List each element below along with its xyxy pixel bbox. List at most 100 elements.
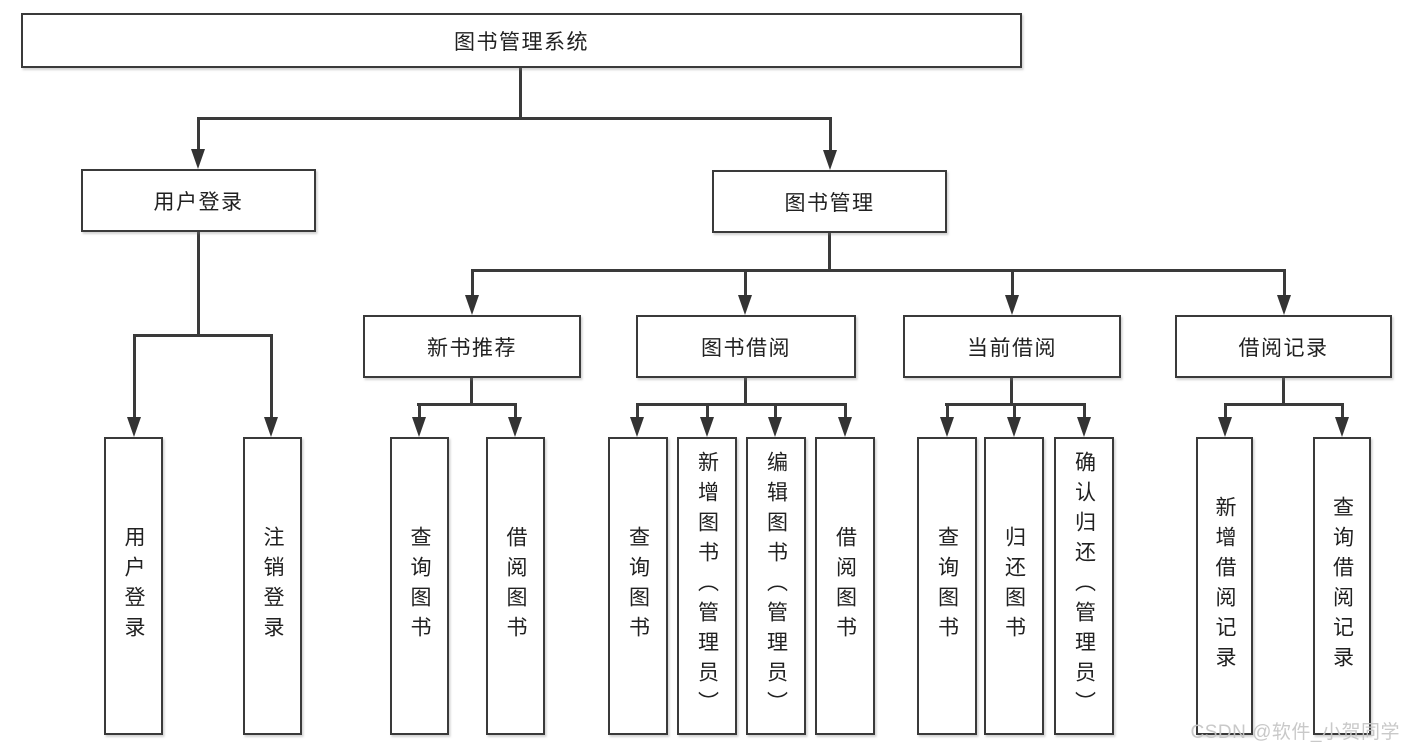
leaf-current-return-books: 归还图书	[984, 437, 1044, 735]
node-book-management: 图书管理	[712, 170, 947, 233]
node-label: 用户登录	[122, 526, 145, 646]
arrow-head-icon	[412, 417, 426, 437]
leaf-records-query-borrow-record: 查询借阅记录	[1313, 437, 1371, 735]
arrow-to-bb-edit-books	[768, 404, 782, 437]
arrow-to-rec-query-books	[412, 404, 426, 437]
arrow-shaft	[1010, 271, 1014, 297]
arrow-head-icon	[264, 417, 278, 437]
arrow-shaft	[828, 119, 832, 152]
arrow-head-icon	[1007, 417, 1021, 437]
node-label: 借阅记录	[1238, 336, 1329, 360]
arrow-to-borrowing-records	[1277, 271, 1291, 315]
arrow-to-cb-query-books	[940, 404, 954, 437]
node-borrowing-records: 借阅记录	[1175, 315, 1392, 378]
arrow-head-icon	[465, 295, 479, 315]
arrow-to-bb-query-books	[630, 404, 644, 437]
arrow-head-icon	[508, 417, 522, 437]
leaf-borrowing-edit-books-admin: 编辑图书（管理员）	[746, 437, 806, 735]
node-label: 新书推荐	[427, 336, 517, 360]
node-label: 查询借阅记录	[1330, 496, 1354, 676]
csdn-watermark: CSDN @软件_小贺同学	[1190, 722, 1400, 743]
arrow-shaft	[1082, 404, 1086, 419]
connector-userlogin-stem	[197, 231, 200, 337]
arrow-to-leaf-user-login	[127, 336, 141, 437]
node-label: 借阅图书	[504, 526, 527, 646]
node-label: 编辑图书（管理员）	[764, 451, 788, 721]
connector-records-bar	[1224, 403, 1344, 406]
arrow-head-icon	[940, 417, 954, 437]
node-label: 查询图书	[935, 526, 959, 646]
connector-userlogin-bar	[133, 334, 273, 337]
arrow-head-icon	[1218, 417, 1232, 437]
leaf-logout: 注销登录	[243, 437, 302, 735]
leaf-borrowing-borrow-books: 借阅图书	[815, 437, 875, 735]
node-label: 借阅图书	[833, 526, 857, 646]
arrow-head-icon	[1077, 417, 1091, 437]
arrow-shaft	[1282, 271, 1286, 297]
leaf-current-query-books: 查询图书	[917, 437, 977, 735]
arrow-to-user-login	[191, 119, 205, 169]
node-label: 注销登录	[261, 526, 284, 646]
connector-borrowing-stem	[744, 377, 747, 406]
arrow-shaft	[705, 404, 709, 419]
node-book-borrowing: 图书借阅	[636, 315, 856, 378]
arrow-shaft	[635, 404, 639, 419]
arrow-head-icon	[738, 295, 752, 315]
arrow-head-icon	[1335, 417, 1349, 437]
connector-records-stem	[1282, 377, 1285, 406]
arrow-head-icon	[191, 149, 205, 169]
node-new-book-recommendation: 新书推荐	[363, 315, 581, 378]
arrow-shaft	[470, 271, 474, 297]
arrow-head-icon	[823, 150, 837, 170]
arrow-shaft	[945, 404, 949, 419]
node-label: 确认归还（管理员）	[1072, 451, 1096, 721]
leaf-recommend-query-books: 查询图书	[390, 437, 449, 735]
arrow-shaft	[1012, 404, 1016, 419]
node-label: 新增借阅记录	[1213, 496, 1236, 676]
arrow-to-bb-borrow-books	[838, 404, 852, 437]
node-user-login: 用户登录	[81, 169, 316, 232]
node-label: 图书借阅	[701, 336, 791, 360]
node-current-borrowing: 当前借阅	[903, 315, 1121, 378]
arrow-head-icon	[127, 417, 141, 437]
arrow-head-icon	[630, 417, 644, 437]
node-label: 当前借阅	[967, 336, 1057, 360]
arrow-head-icon	[700, 417, 714, 437]
connector-level3-bar	[471, 269, 1286, 272]
arrow-to-leaf-logout	[264, 336, 278, 437]
node-label: 查询图书	[626, 526, 650, 646]
node-label: 用户登录	[153, 190, 244, 214]
leaf-borrowing-add-books-admin: 新增图书（管理员）	[677, 437, 737, 735]
arrow-to-book-borrowing	[738, 271, 752, 315]
arrow-to-new-book-recommendation	[465, 271, 479, 315]
arrow-shaft	[196, 119, 200, 151]
arrow-to-bb-add-books	[700, 404, 714, 437]
connector-root-stem	[519, 66, 522, 119]
arrow-shaft	[269, 336, 273, 419]
node-label: 归还图书	[1002, 526, 1026, 646]
arrow-shaft	[132, 336, 136, 419]
arrow-shaft	[1223, 404, 1227, 419]
arrow-to-current-borrowing	[1005, 271, 1019, 315]
connector-recommend-bar	[417, 403, 517, 406]
leaf-borrowing-query-books: 查询图书	[608, 437, 668, 735]
node-label: 新增图书（管理员）	[695, 451, 719, 721]
connector-bookmgmt-stem	[828, 232, 831, 272]
node-library-management-system: 图书管理系统	[21, 13, 1022, 68]
arrow-head-icon	[1277, 295, 1291, 315]
arrow-head-icon	[1005, 295, 1019, 315]
arrow-to-book-management	[823, 119, 837, 170]
connector-current-bar	[945, 403, 1086, 406]
connector-level2-bar	[197, 117, 832, 120]
connector-borrowing-bar	[636, 403, 847, 406]
node-label: 图书管理系统	[454, 30, 589, 54]
leaf-records-add-borrow-record: 新增借阅记录	[1196, 437, 1253, 735]
arrow-to-cb-confirm-return	[1077, 404, 1091, 437]
connector-recommend-stem	[470, 377, 473, 406]
arrow-head-icon	[838, 417, 852, 437]
arrow-to-cb-return-books	[1007, 404, 1021, 437]
arrow-shaft	[1340, 404, 1344, 419]
arrow-shaft	[773, 404, 777, 419]
node-label: 图书管理	[784, 191, 875, 215]
